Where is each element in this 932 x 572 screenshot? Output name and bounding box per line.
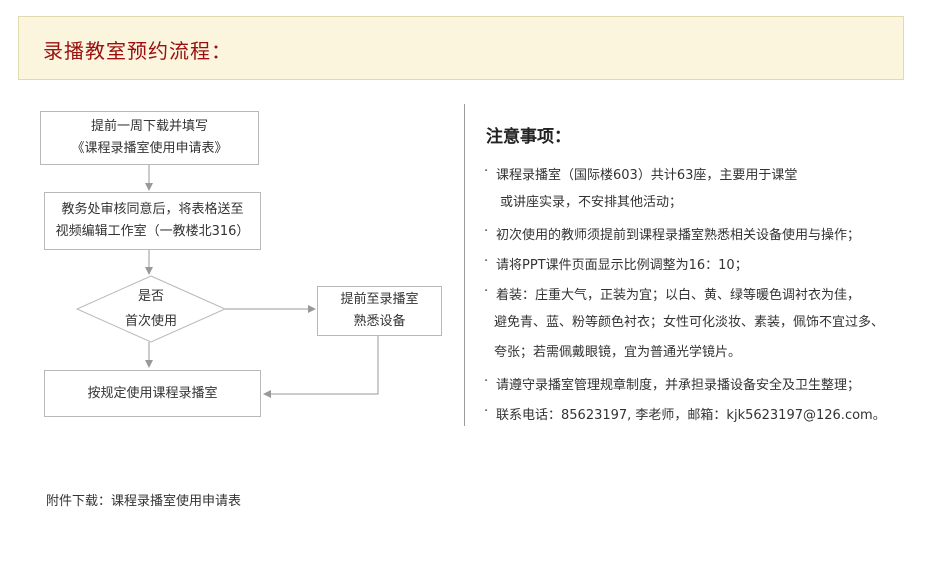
header-banner: 录播教室预约流程： bbox=[18, 16, 904, 80]
notes-title: 注意事项： bbox=[486, 127, 571, 147]
note-6-line-1: 联系电话：85623197, 李老师，邮箱：kjk5623197@126.com… bbox=[496, 408, 886, 423]
flow-step-download-line1: 提前一周下载并填写 bbox=[90, 119, 208, 134]
note-4-line-2: 避免青、蓝、粉等颜色衬衣；女性可化淡妆、素装，佩饰不宜过多、 bbox=[494, 315, 885, 330]
page-title: 录播教室预约流程： bbox=[43, 39, 232, 63]
flow-step-use-room: 按规定使用课程录播室 bbox=[44, 370, 261, 417]
reservation-flowchart: 提前一周下载并填写 《课程录播室使用申请表》 教务处审核同意后，将表格送至 视频… bbox=[0, 0, 470, 440]
note-bullet-2: · bbox=[484, 224, 489, 239]
flow-step-download-form: 提前一周下载并填写 《课程录播室使用申请表》 bbox=[40, 111, 259, 165]
note-5-line-1: 请遵守录播室管理规章制度，并承担录播设备安全及卫生整理； bbox=[496, 378, 861, 393]
note-1-line-2: 或讲座实录，不安排其他活动； bbox=[500, 195, 683, 210]
note-4-line-1: 着装：庄重大气，正装为宜；以白、黄、绿等暖色调衬衣为佳， bbox=[496, 288, 861, 303]
flow-step-review: 教务处审核同意后，将表格送至 视频编辑工作室（一教楼北316） bbox=[44, 192, 261, 250]
flowchart-connectors bbox=[75, 165, 379, 398]
note-1-line-1: 课程录播室（国际楼603）共计63座，主要用于课堂 bbox=[496, 168, 798, 183]
attachment-download-link[interactable]: 附件下载：课程录播室使用申请表 bbox=[46, 494, 242, 509]
note-bullet-4: · bbox=[484, 284, 489, 299]
flow-step-familiarize-line1: 提前至录播室 bbox=[340, 292, 419, 307]
note-bullet-6: · bbox=[484, 404, 489, 419]
flow-step-review-line2: 视频编辑工作室（一教楼北316） bbox=[55, 224, 250, 239]
decision-label: 是否 首次使用 bbox=[76, 284, 226, 334]
flow-step-review-line1: 教务处审核同意后，将表格送至 bbox=[61, 202, 244, 217]
note-bullet-5: · bbox=[484, 374, 489, 389]
decision-diamond bbox=[75, 275, 227, 343]
decision-label-line2: 首次使用 bbox=[124, 314, 177, 329]
note-2-line-1: 初次使用的教师须提前到课程录播室熟悉相关设备使用与操作； bbox=[496, 228, 861, 243]
section-divider bbox=[464, 104, 465, 426]
note-4-line-3: 夸张；若需佩戴眼镜，宜为普通光学镜片。 bbox=[494, 345, 742, 360]
note-3-line-1: 请将PPT课件页面显示比例调整为16：10； bbox=[496, 258, 748, 273]
note-bullet-1: · bbox=[484, 164, 489, 179]
flow-step-familiarize: 提前至录播室 熟悉设备 bbox=[317, 286, 442, 336]
flow-step-familiarize-line2: 熟悉设备 bbox=[353, 314, 406, 329]
flow-step-use-room-label: 按规定使用课程录播室 bbox=[87, 385, 218, 401]
note-bullet-3: · bbox=[484, 254, 489, 269]
arrow-side-final bbox=[263, 336, 379, 398]
flow-step-download-line2: 《课程录播室使用申请表》 bbox=[71, 141, 228, 156]
decision-label-line1: 是否 bbox=[137, 289, 164, 304]
